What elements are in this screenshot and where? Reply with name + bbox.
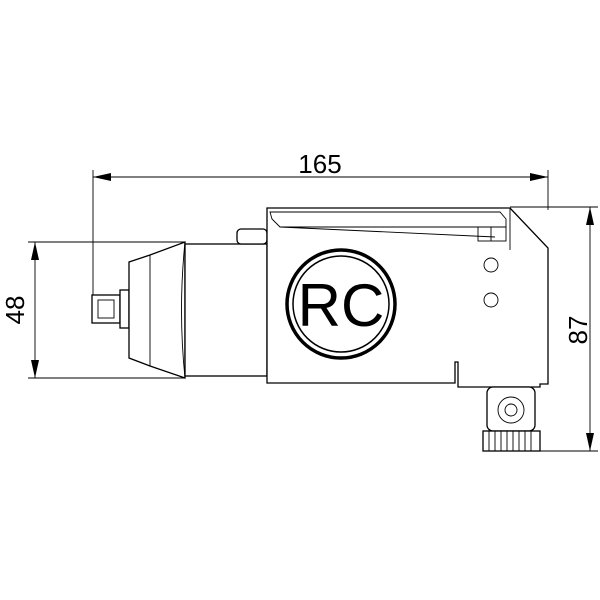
air-inlet-body <box>486 386 536 432</box>
rc-logo: RC <box>285 248 397 360</box>
logo-text: RC <box>298 272 385 339</box>
arrowhead-top <box>31 242 39 260</box>
logo-ring-outer <box>285 248 397 360</box>
lever-end-block <box>477 226 507 242</box>
arrowhead-bottom-right <box>586 433 594 451</box>
air-inlet-ring-inner <box>504 403 518 417</box>
dimension-label-height-front: 48 <box>0 296 30 325</box>
lever-line <box>279 226 496 238</box>
dimension-height-total: 87 <box>510 206 598 452</box>
arrowhead-top-right <box>586 207 594 225</box>
screw-top <box>483 257 499 273</box>
screw-bottom <box>483 292 499 308</box>
arrowhead-bottom <box>31 360 39 378</box>
square-drive-face <box>97 299 115 319</box>
dimension-length: 165 <box>92 149 549 295</box>
dimension-label-height-total: 87 <box>563 316 593 345</box>
dimension-height-front: 48 <box>0 241 185 379</box>
hammer-case <box>128 241 186 379</box>
logo-ring-inner <box>292 255 390 353</box>
air-inlet-knurl <box>482 430 541 452</box>
air-inlet-ring-outer <box>497 396 525 424</box>
square-drive <box>91 294 121 324</box>
arrowhead-right <box>530 173 548 181</box>
barrel-top-bump <box>236 228 268 245</box>
knurl-lines <box>488 431 532 451</box>
impact-wrench-outline: RC <box>91 207 549 452</box>
hammer-case-curve <box>181 241 186 379</box>
drive-collar <box>119 289 130 329</box>
dimension-label-length: 165 <box>298 149 341 179</box>
arrowhead-left <box>93 173 111 181</box>
motor-barrel <box>184 243 268 377</box>
